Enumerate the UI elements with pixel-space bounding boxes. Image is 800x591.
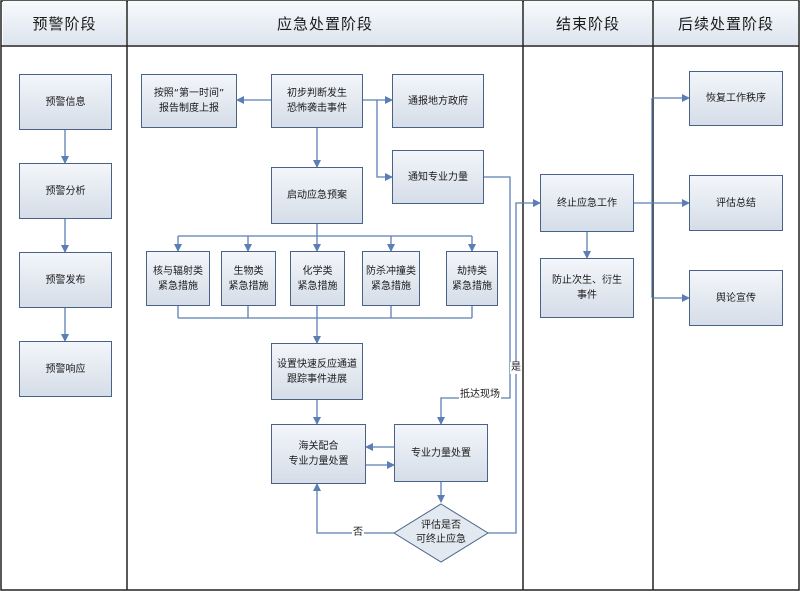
measure-anti-ramming-box: 防杀冲撞类 紧急措施 [362,251,420,306]
terminate-emergency-box: 终止应急工作 [540,174,634,232]
measure-chemical-box: 化学类 紧急措施 [290,251,345,306]
evaluate-diamond [393,503,489,563]
warning-analysis-box: 预警分析 [19,163,112,219]
evaluate-termination-text: 评估是否 可终止应急 [416,520,466,545]
customs-cooperation-box: 海关配合 专业力量处置 [271,424,366,484]
restore-order-box: 恢复工作秩序 [689,71,783,126]
report-box: 按照“第一时间” 报告制度上报 [141,74,237,128]
notify-professional-force-box: 通知专业力量 [392,150,484,204]
edge-evaluate-no [313,483,394,534]
prevent-secondary-events-box: 防止次生、衍生 事件 [540,258,634,318]
public-opinion-box: 舆论宣传 [689,270,783,326]
evaluation-summary-box: 评估总结 [689,175,783,231]
start-emergency-plan-box: 启动应急预案 [271,167,363,224]
header-warning-phase: 预警阶段 [3,1,126,45]
header-end-phase: 结束阶段 [524,1,652,45]
warning-response-box: 预警响应 [19,341,112,397]
rapid-response-channel-box: 设置快速反应通道 跟踪事件进展 [271,343,363,400]
notify-government-box: 通报地方政府 [392,74,484,128]
initial-judgment-box: 初步判断发生 恐怖袭击事件 [271,74,363,128]
edge-label-arrive-site: 抵达现场 [459,389,501,401]
edge-judge-force [376,100,393,181]
edge-force-arrive [437,176,511,425]
professional-handling-box: 专业力量处置 [394,424,488,482]
measure-biological-box: 生物类 紧急措施 [221,251,276,306]
header-followup-phase: 后续处置阶段 [654,1,798,45]
warning-release-box: 预警发布 [19,252,112,308]
edge-label-no: 否 [352,527,364,539]
measure-nuclear-radiation-box: 核与辐射类 紧急措施 [146,251,210,306]
header-response-phase: 应急处置阶段 [128,1,522,45]
measure-hijacking-box: 劫持类 紧急措施 [446,251,498,306]
edge-label-yes: 是 [510,362,522,374]
warning-info-box: 预警信息 [19,74,112,130]
